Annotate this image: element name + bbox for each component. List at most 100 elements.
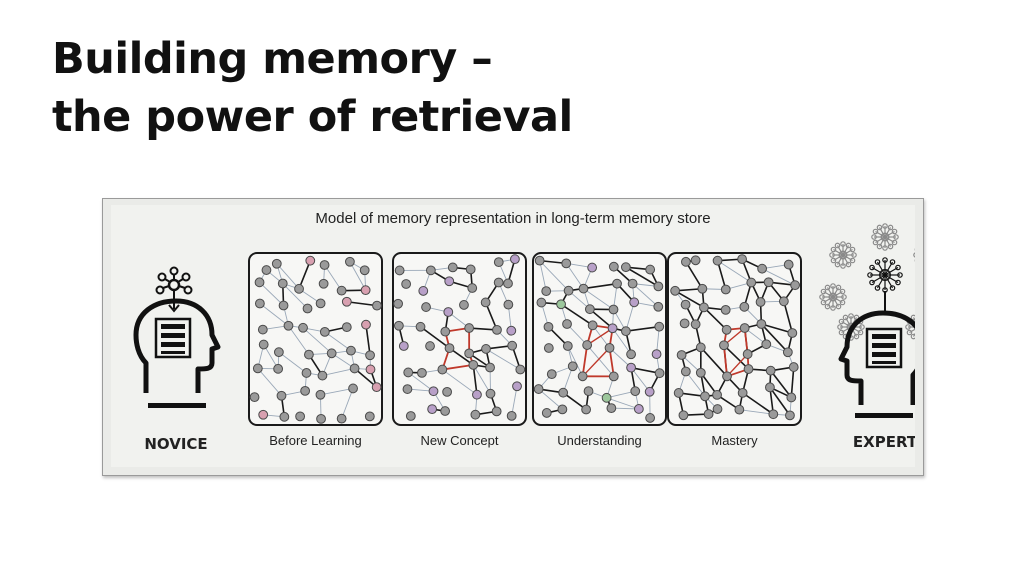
connection	[716, 260, 727, 290]
connection	[612, 328, 632, 355]
memory-node	[421, 302, 431, 312]
memory-node	[561, 258, 572, 269]
memory-node	[403, 367, 414, 378]
memory-node	[510, 254, 520, 265]
memory-node	[746, 277, 757, 288]
memory-node	[756, 319, 767, 329]
memory-node	[681, 256, 691, 267]
memory-node	[277, 278, 288, 289]
memory-node	[300, 385, 311, 396]
memory-model-figure: Model of memory representation in long-t…	[102, 198, 924, 476]
novice-head-outline	[133, 298, 221, 393]
memory-node	[644, 386, 655, 397]
memory-node	[252, 363, 263, 374]
memory-node	[633, 404, 644, 414]
connection	[583, 288, 614, 310]
memory-node	[653, 281, 664, 292]
memory-node	[739, 323, 750, 333]
memory-node	[761, 339, 772, 350]
memory-node	[720, 284, 731, 295]
connection	[723, 344, 750, 370]
memory-node	[372, 300, 382, 311]
memory-node	[612, 278, 622, 289]
memory-node	[679, 318, 690, 329]
novice-head-icon: NOVICE	[133, 266, 221, 453]
memory-node	[739, 301, 750, 312]
memory-node	[608, 261, 619, 272]
memory-node	[257, 324, 268, 335]
memory-node	[737, 254, 747, 265]
memory-node	[712, 255, 723, 266]
memory-node	[763, 277, 774, 288]
memory-node	[562, 319, 572, 329]
highlight-connection	[586, 327, 613, 346]
memory-node	[601, 392, 612, 403]
memory-node	[467, 283, 478, 293]
memory-node	[721, 324, 732, 335]
connection	[484, 302, 498, 331]
memory-node	[673, 388, 684, 398]
connection	[511, 386, 518, 416]
connection	[770, 370, 792, 398]
memory-node	[645, 264, 656, 275]
memory-node	[492, 324, 502, 335]
memory-node	[345, 256, 355, 267]
panel-nodes	[533, 255, 665, 423]
connection	[700, 346, 728, 377]
memory-node	[415, 321, 426, 332]
memory-node	[546, 369, 557, 380]
memory-node	[629, 297, 640, 308]
connection	[625, 302, 635, 332]
memory-node	[768, 409, 779, 420]
memory-node	[464, 348, 475, 359]
memory-node	[654, 368, 665, 379]
memory-node	[294, 283, 304, 294]
memory-node	[319, 326, 330, 337]
memory-node	[557, 404, 568, 415]
connection	[739, 409, 774, 415]
memory-node	[536, 297, 547, 308]
panel-label: Before Learning	[269, 433, 362, 448]
memory-node	[348, 383, 358, 394]
memory-node	[318, 278, 329, 289]
panel-label: New Concept	[420, 433, 498, 448]
memory-node	[680, 299, 691, 310]
memory-node	[301, 368, 312, 378]
connection	[324, 264, 342, 291]
memory-node	[316, 413, 326, 424]
panel-mastery: Mastery	[667, 252, 802, 448]
memory-node	[670, 285, 681, 296]
memory-node	[541, 408, 552, 418]
memory-node	[447, 262, 458, 273]
connection	[760, 323, 789, 353]
memory-node	[418, 286, 429, 296]
memory-node	[507, 340, 518, 351]
title-line-1: Building memory –	[52, 34, 493, 84]
memory-node	[506, 410, 517, 421]
memory-node	[279, 411, 290, 422]
memory-node	[734, 404, 745, 415]
memory-node	[581, 404, 592, 415]
memory-node	[719, 340, 729, 351]
panel-new-concept: New Concept	[392, 252, 527, 448]
connection	[625, 266, 659, 288]
connection	[365, 324, 371, 356]
connection	[420, 326, 450, 349]
memory-node	[567, 361, 578, 372]
memory-node	[258, 339, 269, 350]
panel-frame	[392, 252, 527, 426]
memory-node	[444, 343, 455, 354]
connection	[346, 300, 378, 307]
memory-node	[620, 326, 631, 337]
memory-node	[699, 302, 709, 313]
memory-node	[365, 350, 375, 361]
memory-node	[428, 386, 439, 397]
memory-node	[393, 298, 403, 309]
memory-node	[317, 370, 328, 381]
memory-node	[278, 300, 289, 311]
connection	[565, 263, 584, 289]
connection	[630, 367, 651, 393]
memory-node	[737, 387, 748, 398]
memory-node	[401, 279, 412, 289]
memory-node	[402, 384, 413, 394]
